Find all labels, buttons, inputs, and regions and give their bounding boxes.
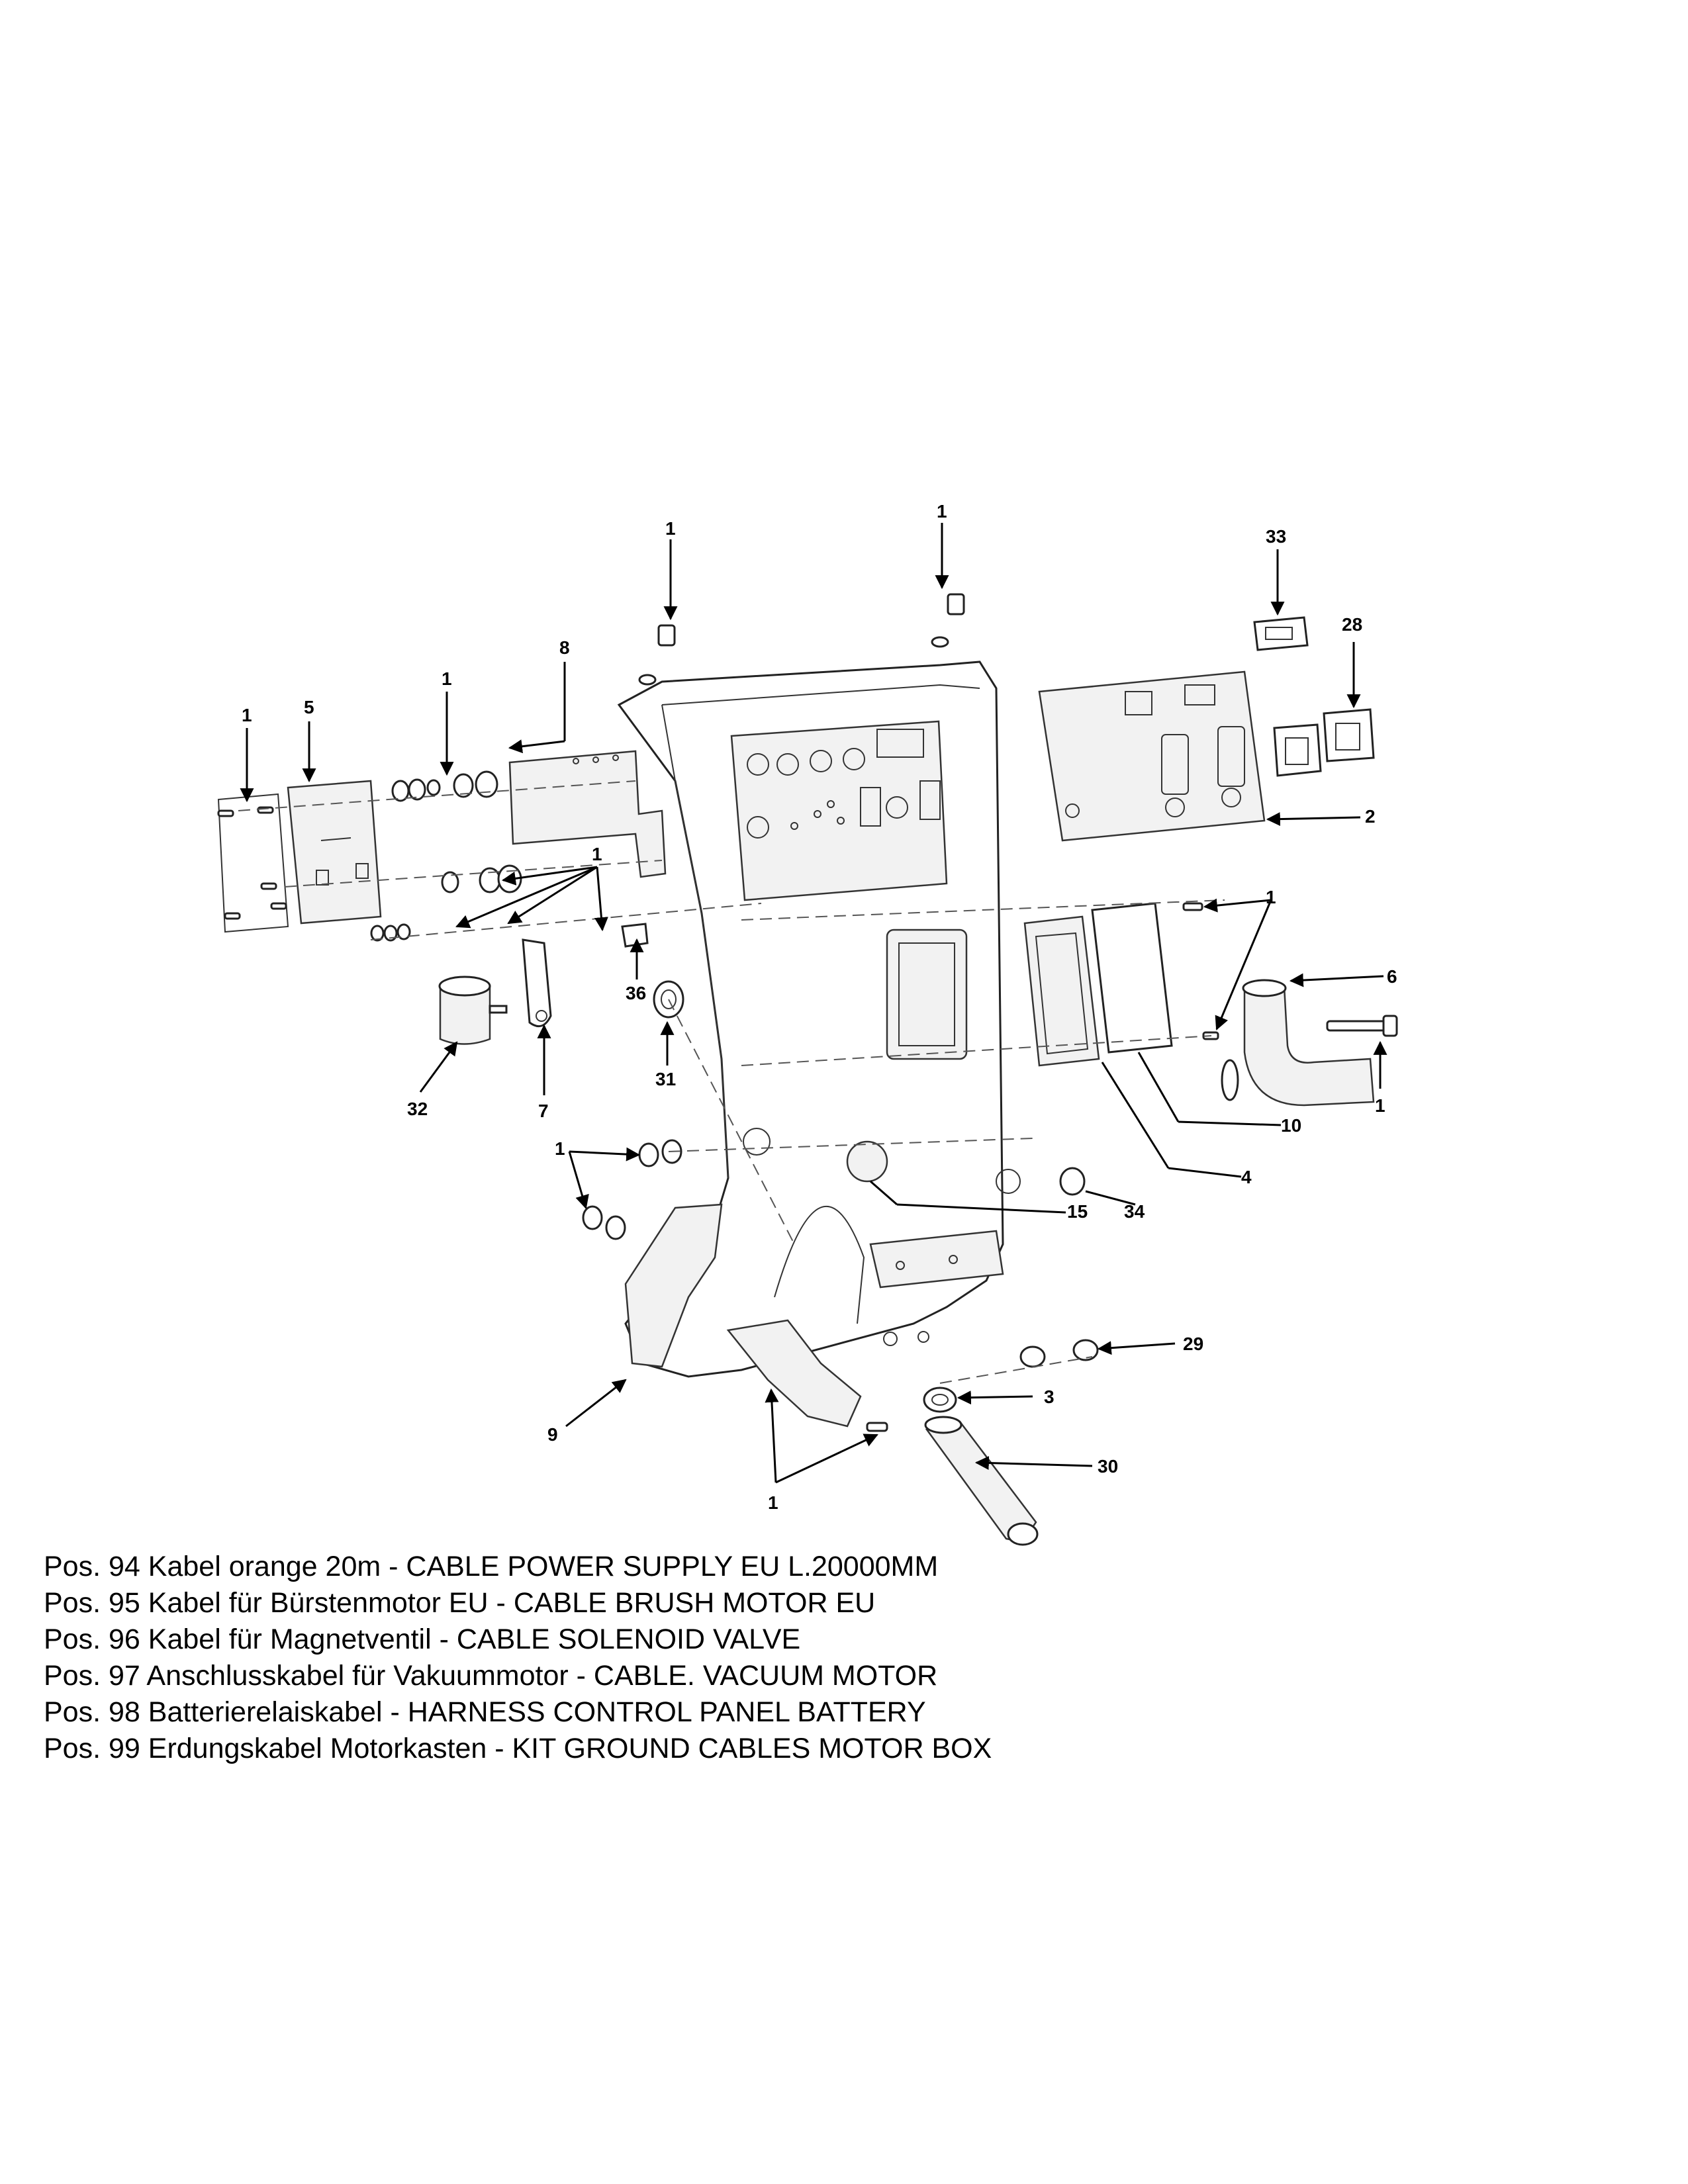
screw-bottom [866, 1422, 888, 1432]
screws-right [1182, 902, 1219, 1040]
console-housing [617, 660, 1021, 1378]
washer-row-lower [370, 864, 522, 942]
callout-28: 28 [1342, 614, 1362, 635]
bracket-8 [508, 750, 667, 878]
mounting-plate-5 [287, 780, 382, 925]
callout-2: 2 [1365, 806, 1376, 827]
control-panel-2 [1038, 670, 1266, 842]
callout-6: 6 [1387, 966, 1397, 987]
grommet-3 [923, 1387, 957, 1413]
legend-line-97: Pos. 97 Anschlusskabel für Vakuummotor -… [44, 1660, 938, 1692]
legend-line-98: Pos. 98 Batterierelaiskabel - HARNESS CO… [44, 1696, 926, 1728]
ring-34 [1059, 1167, 1086, 1196]
callout-29: 29 [1183, 1334, 1203, 1354]
callout-9: 9 [547, 1424, 558, 1445]
cable-link-7 [522, 938, 552, 1028]
callout-1: 1 [1266, 887, 1276, 907]
legend-line-99: Pos. 99 Erdungskabel Motorkasten - KIT G… [44, 1733, 992, 1764]
callout-34: 34 [1124, 1201, 1145, 1222]
cover-10 [1091, 902, 1173, 1054]
callout-1: 1 [555, 1138, 565, 1159]
callout-31: 31 [655, 1069, 676, 1089]
legend-line-94: Pos. 94 Kabel orange 20m - CABLE POWER S… [44, 1551, 939, 1582]
gasket-4 [1023, 915, 1100, 1067]
callout-4: 4 [1241, 1167, 1252, 1187]
legend-line-95: Pos. 95 Kabel für Bürstenmotor EU - CABL… [44, 1587, 876, 1619]
callout-32: 32 [407, 1099, 428, 1119]
leader-lines [240, 523, 1387, 1484]
hose-elbow-6 [1221, 979, 1375, 1107]
callout-1: 1 [1375, 1095, 1385, 1116]
assembly-lines [238, 780, 1225, 1384]
gasket-left [217, 793, 289, 933]
callout-33: 33 [1266, 526, 1286, 547]
screws-left [217, 806, 287, 920]
callout-15: 15 [1067, 1201, 1088, 1222]
callout-10: 10 [1281, 1115, 1301, 1136]
connector-36 [621, 923, 649, 948]
callout-1: 1 [592, 844, 602, 864]
side-cover-9 [624, 1203, 723, 1368]
bolt-top-right [931, 593, 965, 648]
exploded-parts-diagram: 1 1 33 28 8 1 5 1 2 1 1 6 36 31 32 7 10 … [217, 501, 1398, 1546]
bolt-hose [1326, 1015, 1398, 1037]
grommet-29 [1019, 1339, 1099, 1368]
handle-30 [924, 1416, 1039, 1546]
washer-row-upper [391, 770, 498, 802]
callout-1: 1 [242, 705, 252, 725]
callout-1: 1 [665, 518, 676, 539]
callout-30: 30 [1098, 1456, 1118, 1477]
bolt-top-left [638, 624, 676, 686]
callout-1: 1 [442, 668, 452, 689]
callout-5: 5 [304, 697, 314, 717]
callout-36: 36 [626, 983, 646, 1003]
relay-32 [438, 976, 508, 1045]
switch-33 [1253, 616, 1309, 651]
legend-line-96: Pos. 96 Kabel für Magnetventil - CABLE S… [44, 1623, 801, 1655]
callout-3: 3 [1044, 1387, 1055, 1407]
plug-15 [846, 1140, 888, 1183]
rocker-switches-28 [1273, 708, 1375, 777]
callout-7: 7 [538, 1101, 549, 1121]
callout-labels: 1 1 33 28 8 1 5 1 2 1 1 6 36 31 32 7 10 … [242, 501, 1397, 1513]
callout-1: 1 [768, 1492, 778, 1513]
callout-1: 1 [937, 501, 947, 522]
parts-legend: Pos. 94 Kabel orange 20m - CABLE POWER S… [44, 1549, 1235, 1767]
callout-8: 8 [559, 637, 570, 658]
strap [726, 1319, 862, 1428]
